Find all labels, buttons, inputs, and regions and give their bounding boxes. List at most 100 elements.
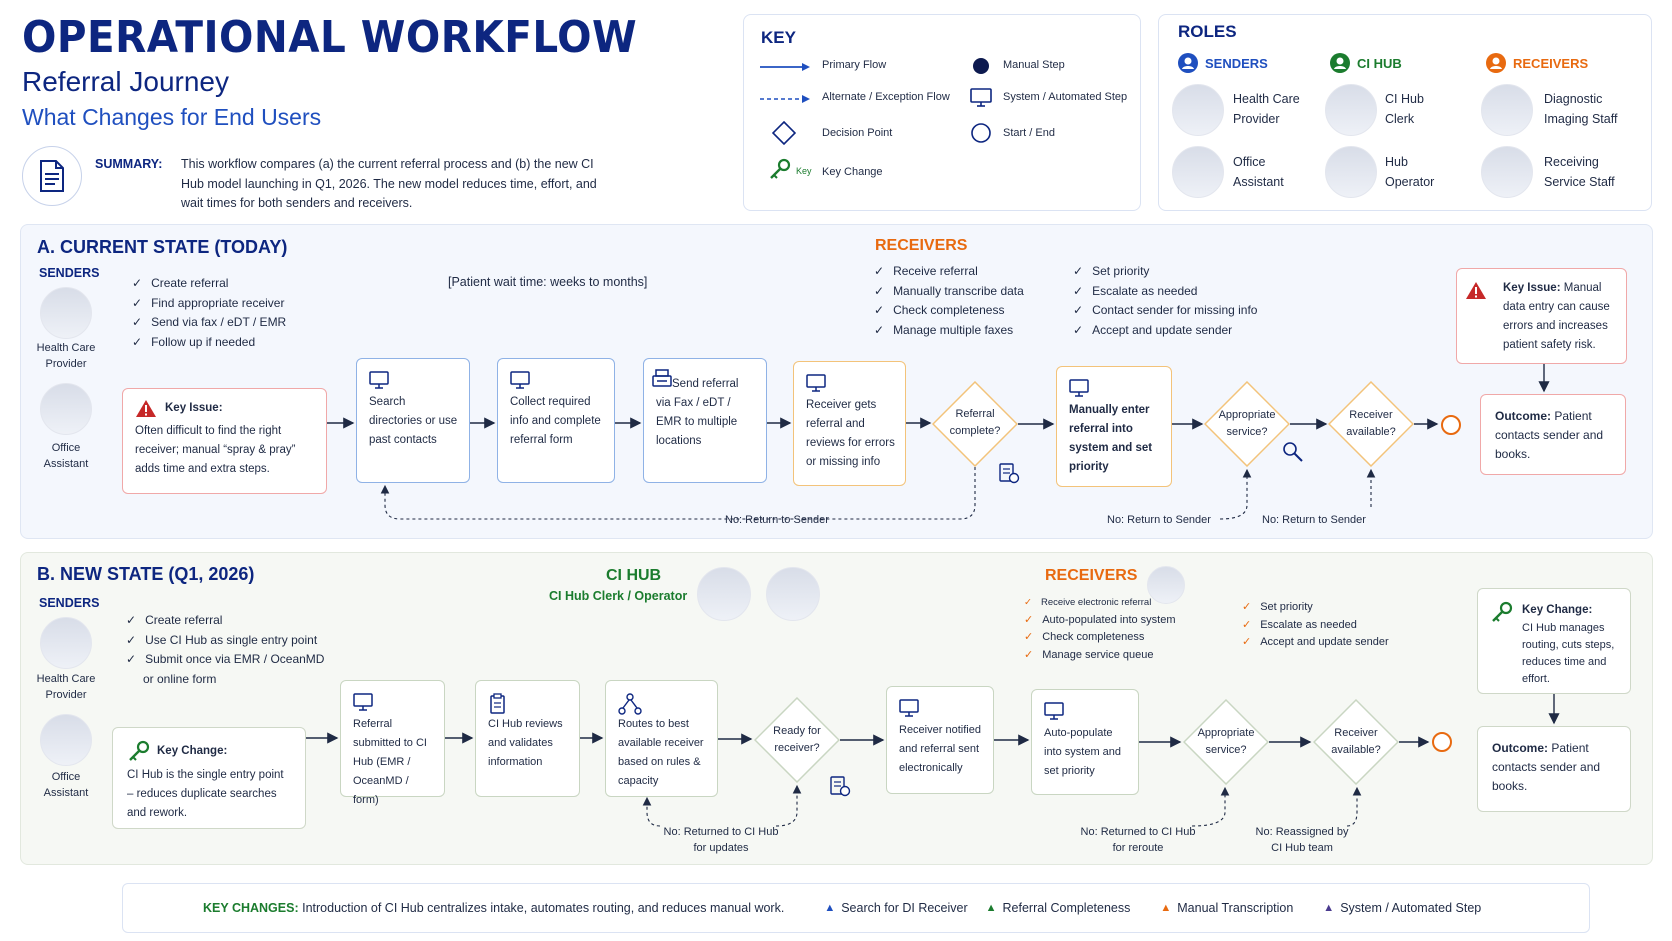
summary-text: This workflow compares (a) the current r… — [181, 157, 597, 210]
legend-search-icon: ▲ — [824, 902, 836, 914]
key-primary-flow: Primary Flow — [822, 59, 887, 71]
page-tagline: What Changes for End Users — [22, 104, 322, 130]
role-office-assistant: Office Assistant — [1233, 155, 1284, 189]
decision-receiver-available-b: Receiver available? — [1312, 698, 1400, 786]
list-item: Create referral — [132, 274, 286, 294]
legend-transcription: Manual Transcription — [1177, 901, 1294, 915]
wait-time-note: [Patient wait time: weeks to months] — [448, 275, 648, 289]
end-circle-b — [1431, 731, 1453, 758]
step-hub-validates: CI Hub reviews and validates information — [475, 680, 580, 797]
new-assistant-avatar — [40, 714, 92, 766]
footer-text: Introduction of CI Hub centralizes intak… — [302, 901, 785, 915]
routing-icon — [618, 693, 642, 715]
fax-icon — [652, 369, 672, 387]
return-label-b2: No: Returned to CI Hub for reroute — [1080, 826, 1196, 854]
role-receiving-service-staff: Receiving Service Staff — [1544, 155, 1615, 189]
list-item: Set priority — [1073, 262, 1257, 282]
monitor-icon — [510, 371, 530, 389]
step-search-directories: Search directories or use past contacts — [356, 358, 470, 483]
checklist-icon — [998, 462, 1020, 489]
role-hub-operator: Hub Operator — [1385, 155, 1435, 189]
list-item: Escalate as needed — [1242, 617, 1389, 635]
new-provider-label: Health Care Provider — [36, 673, 96, 701]
role-health-care-provider: Health Care Provider — [1233, 92, 1300, 126]
search-icon — [1281, 440, 1305, 469]
document-icon — [22, 146, 82, 206]
list-item: Check completeness — [1024, 629, 1176, 647]
primary-flow-arrow-icon — [760, 59, 810, 77]
monitor-icon — [353, 693, 373, 711]
monitor-icon — [1044, 702, 1064, 720]
current-provider-avatar — [40, 287, 92, 339]
return-label-b1: No: Returned to CI Hub for updates — [663, 826, 779, 854]
clipboard-icon — [490, 693, 505, 714]
role-ci-hub-clerk: CI Hub Clerk — [1385, 92, 1424, 126]
step-auto-populate: Auto-populate into system and set priori… — [1031, 689, 1139, 795]
start-end-circle-icon — [970, 122, 992, 149]
current-assistant-label: Office Assistant — [43, 442, 89, 470]
new-right-key-change: Key Change: CI Hub manages routing, cuts… — [1477, 588, 1631, 694]
new-key-change: Key Change: CI Hub is the single entry p… — [112, 727, 306, 829]
list-item: Receive electronic referral — [1024, 594, 1176, 612]
return-label-a3: No: Return to Sender — [1262, 514, 1366, 526]
return-label-b3: No: Reassigned by CI Hub team — [1255, 826, 1349, 854]
page-subtitle: Referral Journey — [22, 66, 229, 97]
legend-system: System / Automated Step — [1340, 901, 1482, 915]
new-provider-avatar — [40, 617, 92, 669]
footer-label: KEY CHANGES: — [203, 901, 299, 915]
hub-operator-avatar — [1325, 146, 1377, 198]
monitor-icon — [1069, 379, 1089, 397]
legend-completeness: Referral Completeness — [1002, 901, 1131, 915]
new-outcome: Outcome: Patient contacts sender and boo… — [1477, 726, 1631, 812]
step-receiver-notified: Receiver notified and referral sent elec… — [886, 686, 994, 794]
step-receiver-gets-referral: Receiver gets referral and reviews for e… — [793, 361, 906, 486]
list-item: Use CI Hub as single entry point — [126, 631, 336, 651]
decision-appropriate-service-b: Appropriate service? — [1182, 698, 1270, 786]
ci-hub-role-icon — [1330, 53, 1350, 78]
monitor-icon — [369, 371, 389, 389]
senders-role-label: SENDERS — [1205, 56, 1268, 71]
key-change-icon — [768, 158, 792, 185]
new-state-title: B. NEW STATE (Q1, 2026) — [37, 564, 255, 584]
legend-search: Search for DI Receiver — [841, 901, 968, 915]
current-receiver-tasks-2: Set priority Escalate as needed Contact … — [1073, 262, 1257, 340]
list-item: Send via fax / eDT / EMR — [132, 313, 286, 333]
step-referral-submitted: Referral submitted to CI Hub (EMR / Ocea… — [340, 680, 445, 806]
list-item: Set priority — [1242, 599, 1389, 617]
key-alternate-flow: Alternate / Exception Flow — [822, 91, 950, 103]
current-senders-label: SENDERS — [39, 266, 100, 280]
new-receivers-label: RECEIVERS — [1045, 567, 1138, 584]
new-receiver-tasks-1: Receive electronic referral Auto-populat… — [1024, 594, 1176, 664]
new-senders-label: SENDERS — [39, 596, 100, 610]
key-changes-footer: KEY CHANGES: Introduction of CI Hub cent… — [122, 883, 1590, 933]
step-send-referral: Send referral via Fax / eDT / EMR to mul… — [643, 358, 767, 483]
current-key-issue: Key Issue: Often difficult to find the r… — [122, 388, 327, 494]
roles-title: ROLES — [1178, 22, 1237, 41]
decision-appropriate-service-a: Appropriate service? — [1203, 380, 1291, 468]
new-receiver-tasks-2: Set priority Escalate as needed Accept a… — [1242, 599, 1389, 652]
roles-panel — [1158, 14, 1652, 211]
current-receivers-label: RECEIVERS — [875, 237, 968, 254]
list-item: Accept and update sender — [1242, 634, 1388, 652]
legend-system-icon: ▲ — [1323, 902, 1335, 914]
ci-hub-clerk-avatar-b — [697, 567, 751, 621]
list-item: Manage multiple faxes — [874, 321, 1024, 341]
new-ci-hub-sub: CI Hub Clerk / Operator — [549, 589, 688, 603]
office-assistant-avatar — [1172, 146, 1224, 198]
monitor-icon — [970, 88, 992, 113]
step-route-receiver: Routes to best available receiver based … — [605, 680, 718, 797]
current-right-key-issue: Key Issue: Manual data entry can cause e… — [1456, 268, 1627, 364]
list-item: Manage service queue — [1024, 647, 1176, 665]
list-item: Manually transcribe data — [874, 282, 1024, 302]
key-title: KEY — [761, 28, 796, 47]
list-item: Receive referral — [874, 262, 1024, 282]
key-key-change: Key Change — [822, 166, 883, 178]
list-item: Find appropriate receiver — [132, 294, 286, 314]
new-ci-hub-label: CI HUB — [606, 567, 662, 584]
list-item: Escalate as needed — [1073, 282, 1257, 302]
current-outcome: Outcome: Patient contacts sender and boo… — [1480, 394, 1626, 475]
issue-text: Often difficult to find the right receiv… — [135, 425, 296, 475]
ci-hub-clerk-avatar — [1325, 84, 1377, 136]
list-item: Check completeness — [874, 301, 1024, 321]
issue-label: Key Issue: — [165, 402, 223, 414]
